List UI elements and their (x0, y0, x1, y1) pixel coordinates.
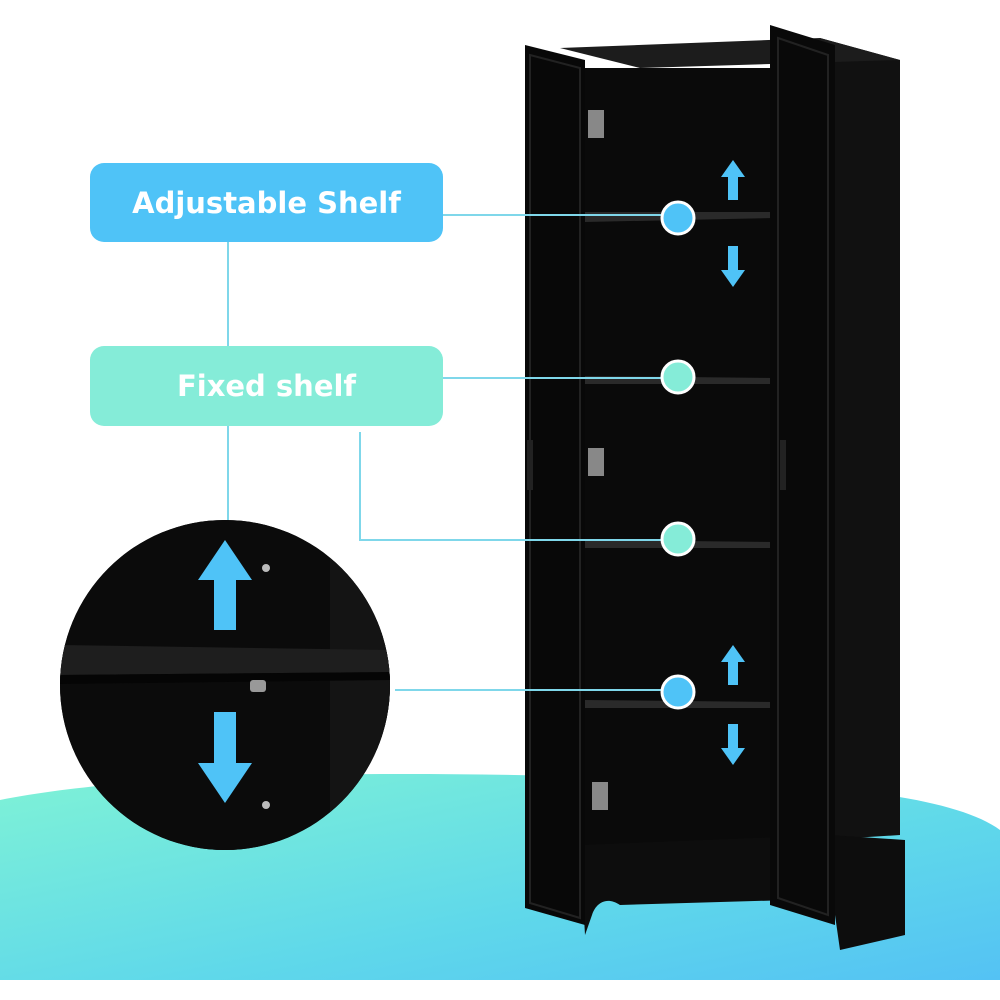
circle-dot-icon (660, 521, 696, 557)
adjustable-shelf-label: Adjustable Shelf (90, 163, 443, 242)
arrow-up-icon (721, 645, 745, 685)
arrow-down-icon (721, 246, 745, 287)
fixed-shelf-label: Fixed shelf (90, 346, 443, 426)
circle-dot-icon (660, 674, 696, 710)
circle-dot-icon (660, 359, 696, 395)
adjustable-shelf-text: Adjustable Shelf (132, 185, 401, 220)
arrow-up-icon (721, 160, 745, 200)
arrow-down-icon (721, 724, 745, 765)
arrow-up-icon (198, 540, 252, 630)
arrow-down-icon (198, 712, 252, 803)
fixed-shelf-text: Fixed shelf (176, 369, 357, 403)
cabinet (525, 25, 905, 950)
zoom-detail-circle (60, 520, 390, 850)
connector-lines (227, 214, 662, 691)
circle-dot-icon (660, 200, 696, 236)
